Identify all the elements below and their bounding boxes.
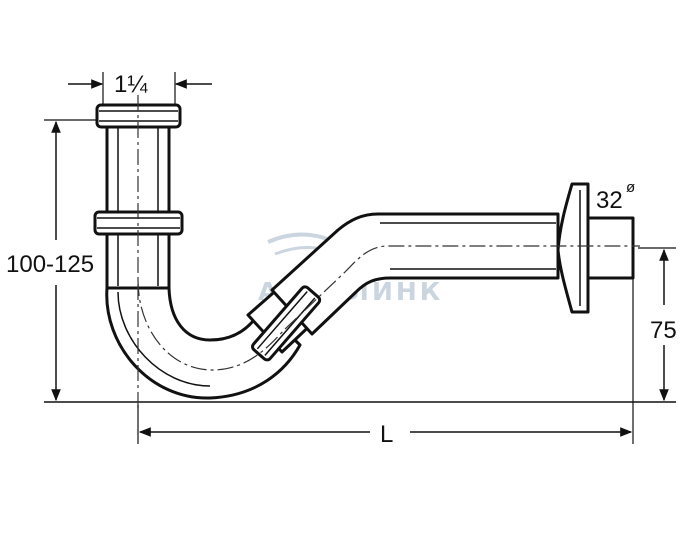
diameter-symbol: ø — [626, 179, 635, 196]
slope-nut — [251, 285, 322, 362]
length-label: L — [380, 421, 393, 448]
outlet-pipe — [270, 212, 560, 336]
dim-length: L — [137, 278, 634, 448]
dim-outlet-diameter: 32 ø — [596, 179, 635, 214]
outlet-height-label: 75 — [650, 317, 677, 344]
height-range-label: 100-125 — [6, 251, 94, 278]
wall-tube — [586, 216, 635, 280]
inlet-size-label: 1¼ — [114, 71, 148, 98]
dim-height: 100-125 — [6, 119, 98, 402]
wall-flange — [556, 182, 590, 314]
outlet-diameter-label: 32 — [596, 187, 623, 214]
dim-outlet-height: 75 — [638, 247, 677, 402]
centerlines — [137, 95, 640, 410]
u-bend — [105, 286, 302, 400]
siphon-body — [93, 103, 635, 400]
dim-inlet: 1¼ — [68, 71, 212, 104]
